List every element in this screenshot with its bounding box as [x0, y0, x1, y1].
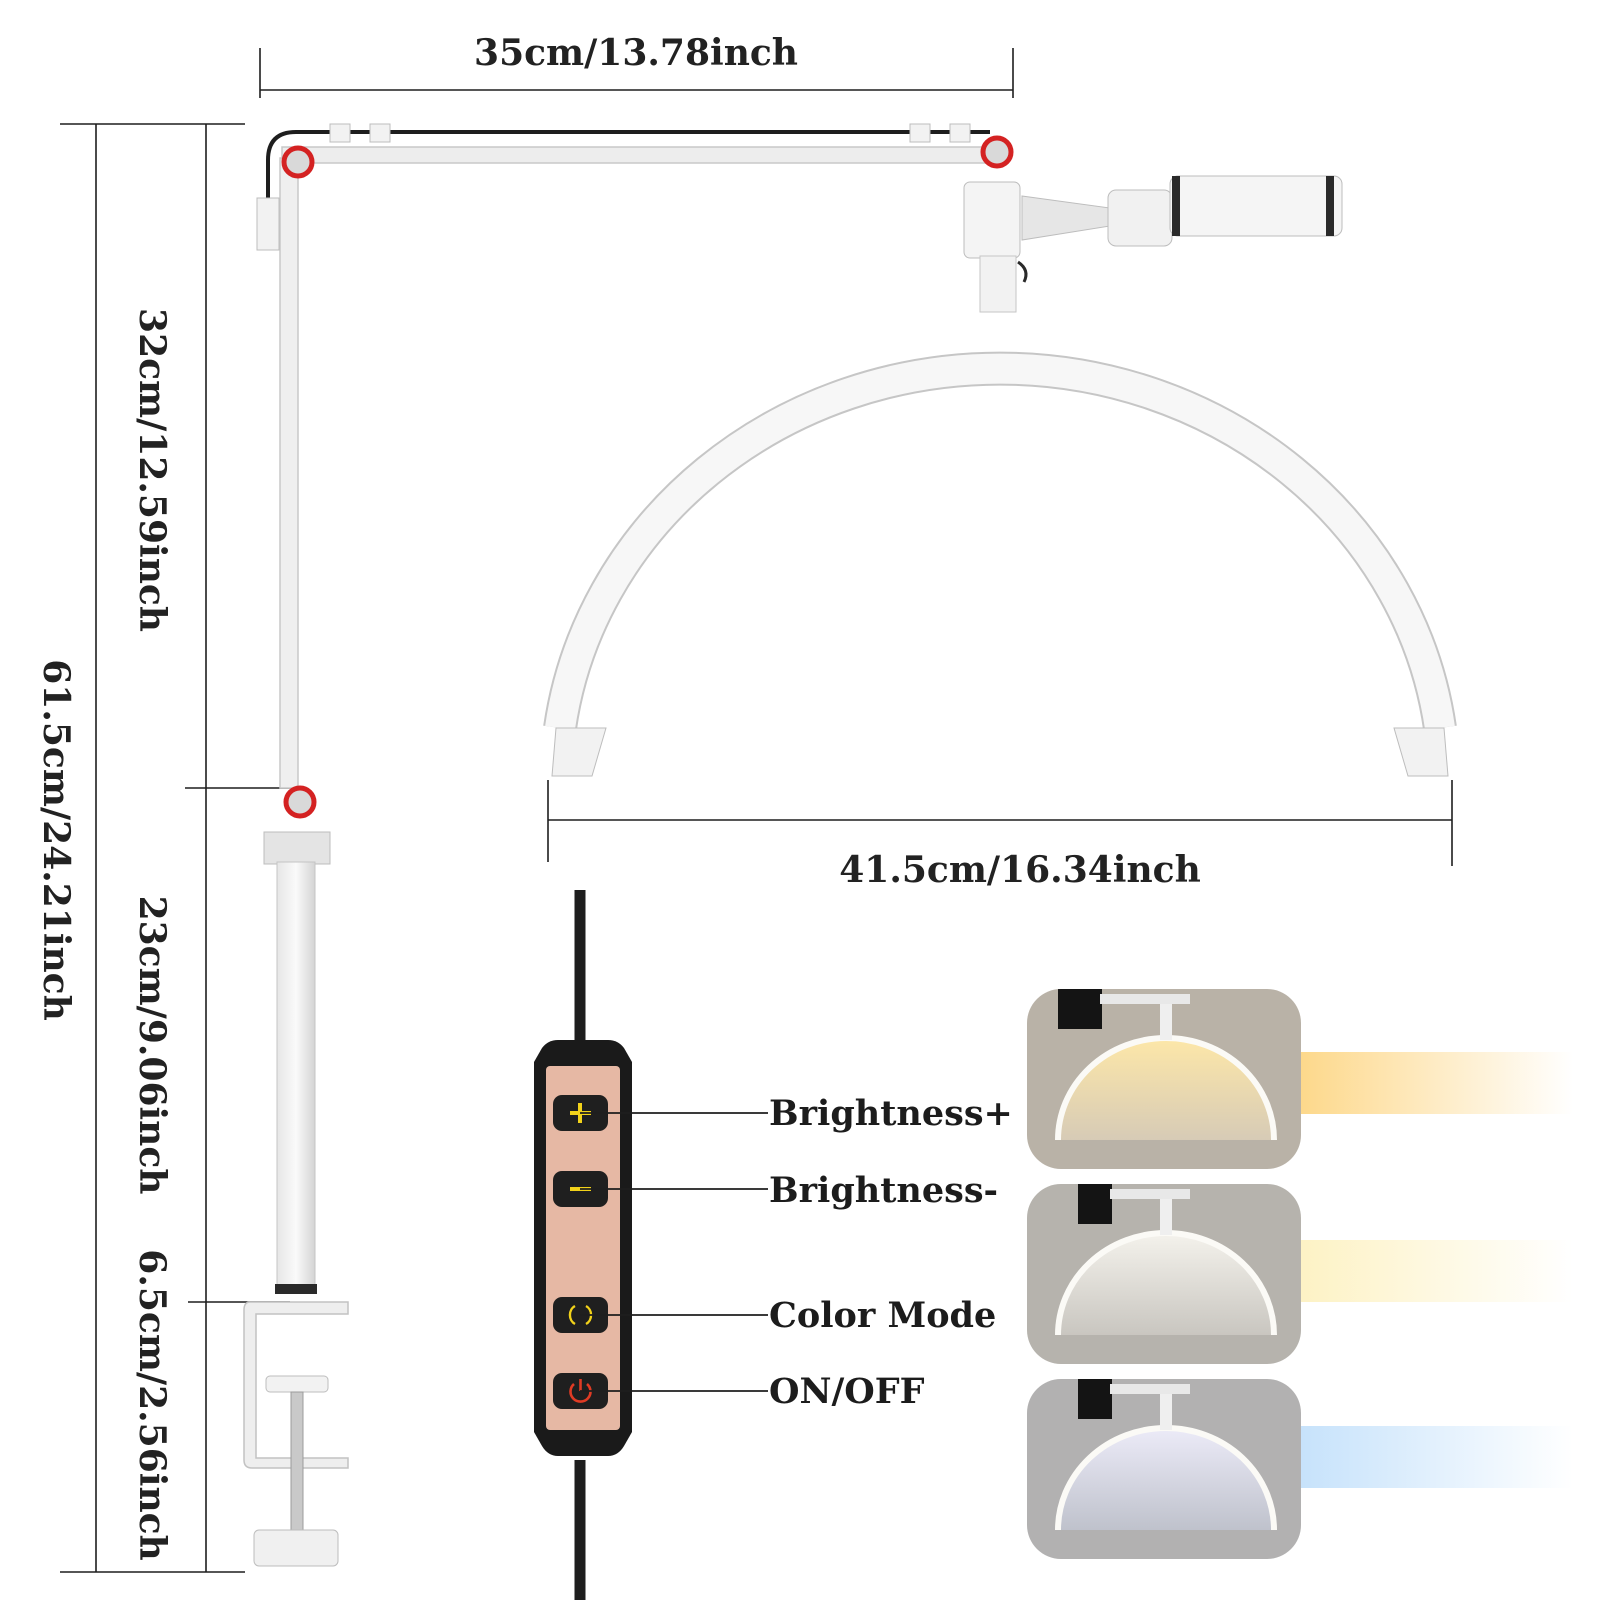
on-off-label: ON/OFF: [769, 1371, 925, 1412]
button-callouts: [580, 1112, 768, 1392]
warm-color-band: [1298, 1052, 1573, 1114]
cool-mode-thumbnail: [1027, 1379, 1301, 1559]
lamp-arm: [256, 123, 999, 789]
brightness-plus-label: Brightness+: [769, 1093, 1013, 1134]
total-height-label: 61.5cm/24.21inch: [35, 659, 77, 1021]
cool-color-band: [1298, 1426, 1573, 1488]
color-mode-label: Color Mode: [769, 1295, 996, 1336]
lower-pole-label: 23cm/9.06inch: [131, 896, 173, 1195]
half-moon-arc: [543, 351, 1457, 777]
upper-arm-label: 32cm/12.59inch: [131, 308, 173, 632]
lamp-pole: [263, 831, 331, 1294]
clamp-height-label: 6.5cm/2.56inch: [131, 1249, 173, 1560]
arc-width-label: 41.5cm/16.34inch: [839, 849, 1201, 891]
desk-clamp: [243, 1301, 349, 1567]
power-icon: [569, 1379, 592, 1403]
top-width-label: 35cm/13.78inch: [474, 32, 798, 74]
brightness-minus-label: Brightness-: [769, 1170, 998, 1211]
warm-mode-thumbnail: [1027, 989, 1301, 1169]
neutral-color-band: [1298, 1240, 1573, 1302]
neutral-mode-thumbnail: [1027, 1184, 1301, 1364]
dimension-lines: [60, 48, 1453, 1573]
phone-holder: [963, 175, 1343, 313]
controller: [534, 1040, 632, 1456]
joint-icon: [281, 135, 1014, 819]
